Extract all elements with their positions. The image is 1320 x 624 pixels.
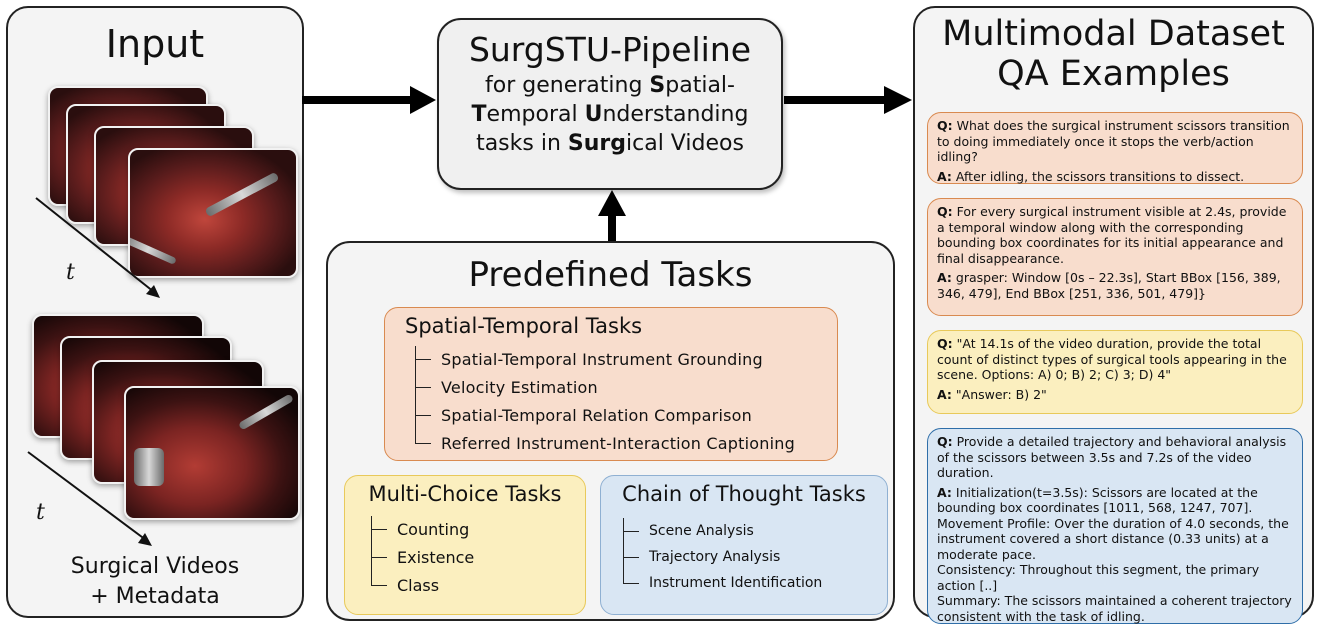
input-caption: Surgical Videos + Metadata xyxy=(8,552,302,612)
question: Q: What does the surgical instrument sci… xyxy=(937,118,1290,164)
pipeline-title: SurgSTU-Pipeline xyxy=(468,30,752,69)
answer: A: grasper: Window [0s – 22.3s], Start B… xyxy=(937,270,1281,301)
pipeline-box: SurgSTU-Pipeline for generating Spatial-… xyxy=(437,18,783,190)
time-arrow xyxy=(27,451,152,546)
pipeline-desc-bold: S xyxy=(649,73,666,98)
qa-card: Q: "At 14.1s of the video duration, prov… xyxy=(927,330,1303,414)
answer-detail: Consistency: Throughout this segment, th… xyxy=(937,562,1260,593)
question: Q: "At 14.1s of the video duration, prov… xyxy=(937,336,1287,382)
input-title: Input xyxy=(105,22,205,66)
predefined-tasks-panel: Predefined Tasks Spatial-Temporal Tasks … xyxy=(326,241,895,621)
dataset-title-line1: Multimodal Dataset xyxy=(942,14,1285,54)
pipeline-desc-bold: U xyxy=(584,102,603,127)
pipeline-desc-text: nderstanding xyxy=(602,102,749,127)
dataset-panel: Multimodal Dataset QA Examples Q: What d… xyxy=(913,6,1314,624)
video-frame xyxy=(128,148,298,278)
instrument-image xyxy=(204,171,280,218)
pipeline-desc-text: patial- xyxy=(665,73,735,98)
pipeline-description: for generating Spatial- Temporal Underst… xyxy=(439,71,781,158)
answer: A: Initialization(t=3.5s): Scissors are … xyxy=(937,484,1258,516)
answer: A: After idling, the scissors transition… xyxy=(937,168,1245,184)
qa-card: Q: Provide a detailed trajectory and beh… xyxy=(927,428,1303,624)
answer-detail: Summary: The scissors maintained a coher… xyxy=(937,593,1292,624)
multi-choice-title: Multi-Choice Tasks xyxy=(368,482,562,506)
pipeline-desc-text: tasks in xyxy=(476,131,568,156)
input-panel: Input t t Surgical Videos + Metadata xyxy=(6,6,304,618)
input-caption-line1: Surgical Videos xyxy=(70,554,240,579)
tasks-title: Predefined Tasks xyxy=(468,255,753,295)
question: Q: Provide a detailed trajectory and beh… xyxy=(937,434,1287,480)
spatial-temporal-title: Spatial-Temporal Tasks xyxy=(405,314,643,338)
dataset-title: Multimodal Dataset QA Examples xyxy=(915,14,1312,94)
multi-choice-group: Multi-Choice Tasks Counting Existence Cl… xyxy=(344,475,586,615)
pipeline-desc-bold: T xyxy=(471,102,487,127)
answer: A: "Answer: B) 2" xyxy=(937,386,1047,402)
arrow-tasks-to-pipeline xyxy=(598,190,626,244)
pipeline-desc-text: ical Videos xyxy=(626,131,744,156)
qa-card: Q: For every surgical instrument visible… xyxy=(927,198,1303,316)
arrow-pipeline-to-dataset xyxy=(784,86,912,114)
pipeline-desc-text: for generating xyxy=(485,73,650,98)
arrow-input-to-pipeline xyxy=(302,86,436,114)
answer-detail: Movement Profile: Over the duration of 4… xyxy=(937,515,1289,562)
spatial-temporal-group: Spatial-Temporal Tasks Spatial-Temporal … xyxy=(384,307,838,461)
pipeline-desc-bold: Surg xyxy=(567,131,627,156)
qa-card: Q: What does the surgical instrument sci… xyxy=(927,112,1303,184)
time-label: t xyxy=(36,500,45,525)
chain-of-thought-title: Chain of Thought Tasks xyxy=(622,482,866,506)
question: Q: For every surgical instrument visible… xyxy=(937,204,1287,266)
instrument-image xyxy=(238,393,294,431)
instrument-image xyxy=(134,448,164,486)
video-frame xyxy=(124,386,300,520)
time-arrow xyxy=(35,197,160,298)
input-caption-line2: + Metadata xyxy=(90,584,220,609)
time-label: t xyxy=(66,260,75,285)
dataset-title-line2: QA Examples xyxy=(997,54,1230,94)
chain-of-thought-group: Chain of Thought Tasks Scene Analysis Tr… xyxy=(600,475,888,615)
pipeline-desc-text: emporal xyxy=(486,102,585,127)
